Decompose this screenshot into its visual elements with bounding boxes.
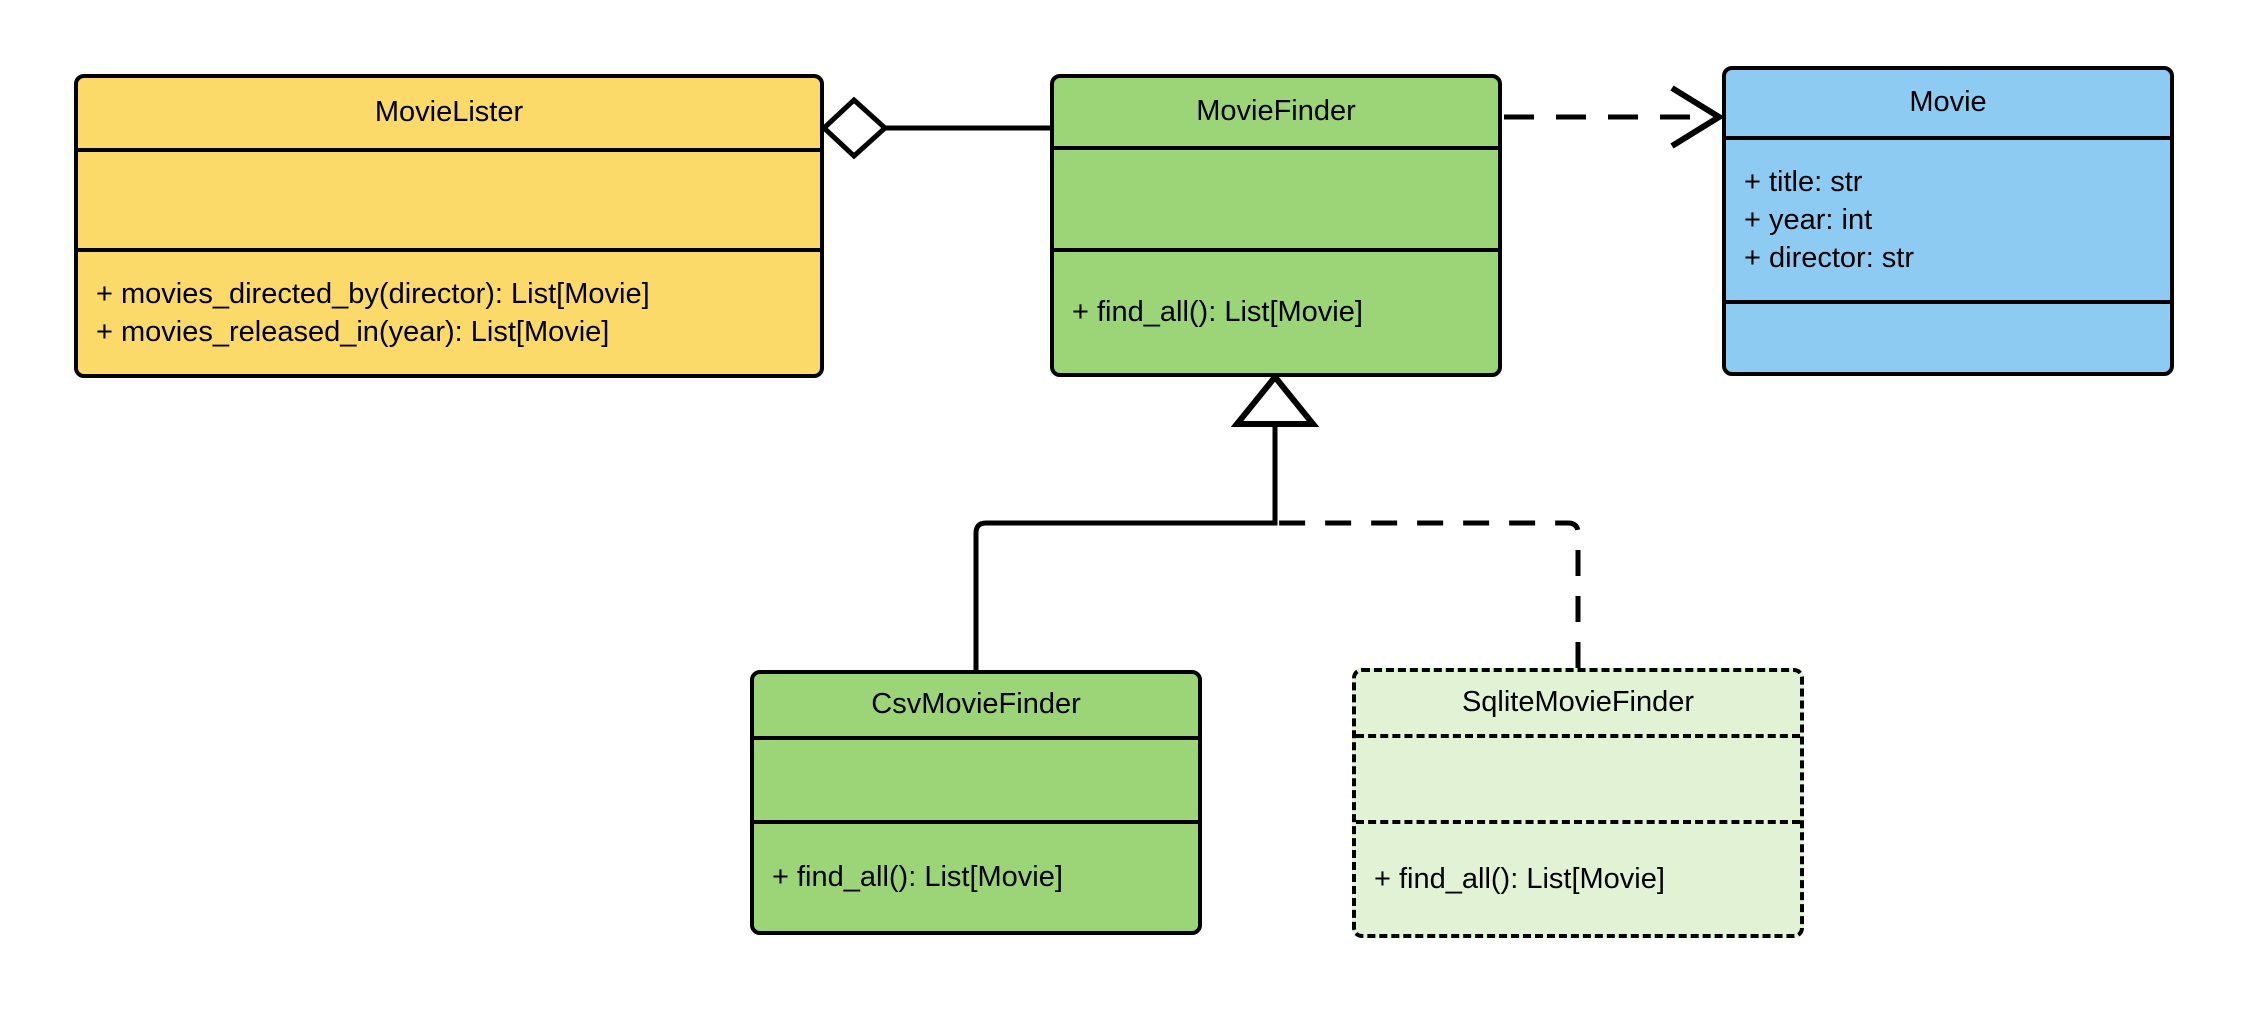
- operation-item: + movies_directed_by(director): List[Mov…: [96, 277, 650, 310]
- open-arrow-marker: [1670, 85, 1725, 149]
- operation-item: + find_all(): List[Movie]: [1374, 862, 1665, 895]
- operation-item: + find_all(): List[Movie]: [1072, 296, 1363, 329]
- class-attributes-compartment: + title: str + year: int + director: str: [1726, 136, 2170, 300]
- class-name-compartment: MovieFinder: [1054, 78, 1498, 146]
- class-title: MovieFinder: [1196, 95, 1356, 128]
- class-name-compartment: CsvMovieFinder: [754, 674, 1198, 736]
- class-box-sqlitemoviefinder[interactable]: SqliteMovieFinder + find_all(): List[Mov…: [1352, 668, 1804, 938]
- class-box-movie[interactable]: Movie + title: str + year: int + directo…: [1722, 66, 2174, 376]
- class-title: SqliteMovieFinder: [1461, 686, 1695, 719]
- attribute-item: + title: str: [1744, 165, 1863, 198]
- class-title: MovieLister: [374, 96, 524, 129]
- class-attributes-compartment: [78, 148, 820, 248]
- class-attributes-compartment: [754, 736, 1198, 820]
- hollow-diamond-marker: [820, 96, 889, 160]
- class-name-compartment: SqliteMovieFinder: [1356, 672, 1800, 734]
- class-operations-compartment: [1726, 300, 2170, 372]
- attribute-item: + year: int: [1744, 203, 1873, 236]
- class-operations-compartment: + find_all(): List[Movie]: [754, 820, 1198, 931]
- class-attributes-compartment: [1356, 734, 1800, 820]
- class-box-csvmoviefinder[interactable]: CsvMovieFinder + find_all(): List[Movie]: [750, 670, 1202, 935]
- class-attributes-compartment: [1054, 146, 1498, 248]
- class-box-movielister[interactable]: MovieLister + movies_directed_by(directo…: [74, 74, 824, 378]
- class-box-moviefinder[interactable]: MovieFinder + find_all(): List[Movie]: [1050, 74, 1502, 377]
- dependency-moviefinder-movie: [1504, 85, 1725, 149]
- generalization-sqlitemoviefinder-moviefinder: [1275, 520, 1581, 668]
- generalization-csvmoviefinder-moviefinder: [973, 423, 1278, 670]
- class-title: CsvMovieFinder: [871, 688, 1081, 721]
- class-name-compartment: MovieLister: [78, 78, 820, 148]
- generalization-line-dashed: [1275, 520, 1581, 668]
- hollow-triangle-marker: [1230, 372, 1320, 427]
- class-operations-compartment: + find_all(): List[Movie]: [1356, 820, 1800, 934]
- class-operations-compartment: + find_all(): List[Movie]: [1054, 248, 1498, 373]
- class-operations-compartment: + movies_directed_by(director): List[Mov…: [78, 248, 820, 374]
- attribute-item: + director: str: [1744, 242, 1915, 275]
- operation-item: + find_all(): List[Movie]: [772, 861, 1063, 894]
- aggregation-movielister-moviefinder: [820, 96, 1050, 160]
- generalization-line-solid: [973, 423, 1278, 670]
- operation-item: + movies_released_in(year): List[Movie]: [96, 316, 610, 348]
- class-name-compartment: Movie: [1726, 70, 2170, 136]
- class-title: Movie: [1909, 86, 1987, 119]
